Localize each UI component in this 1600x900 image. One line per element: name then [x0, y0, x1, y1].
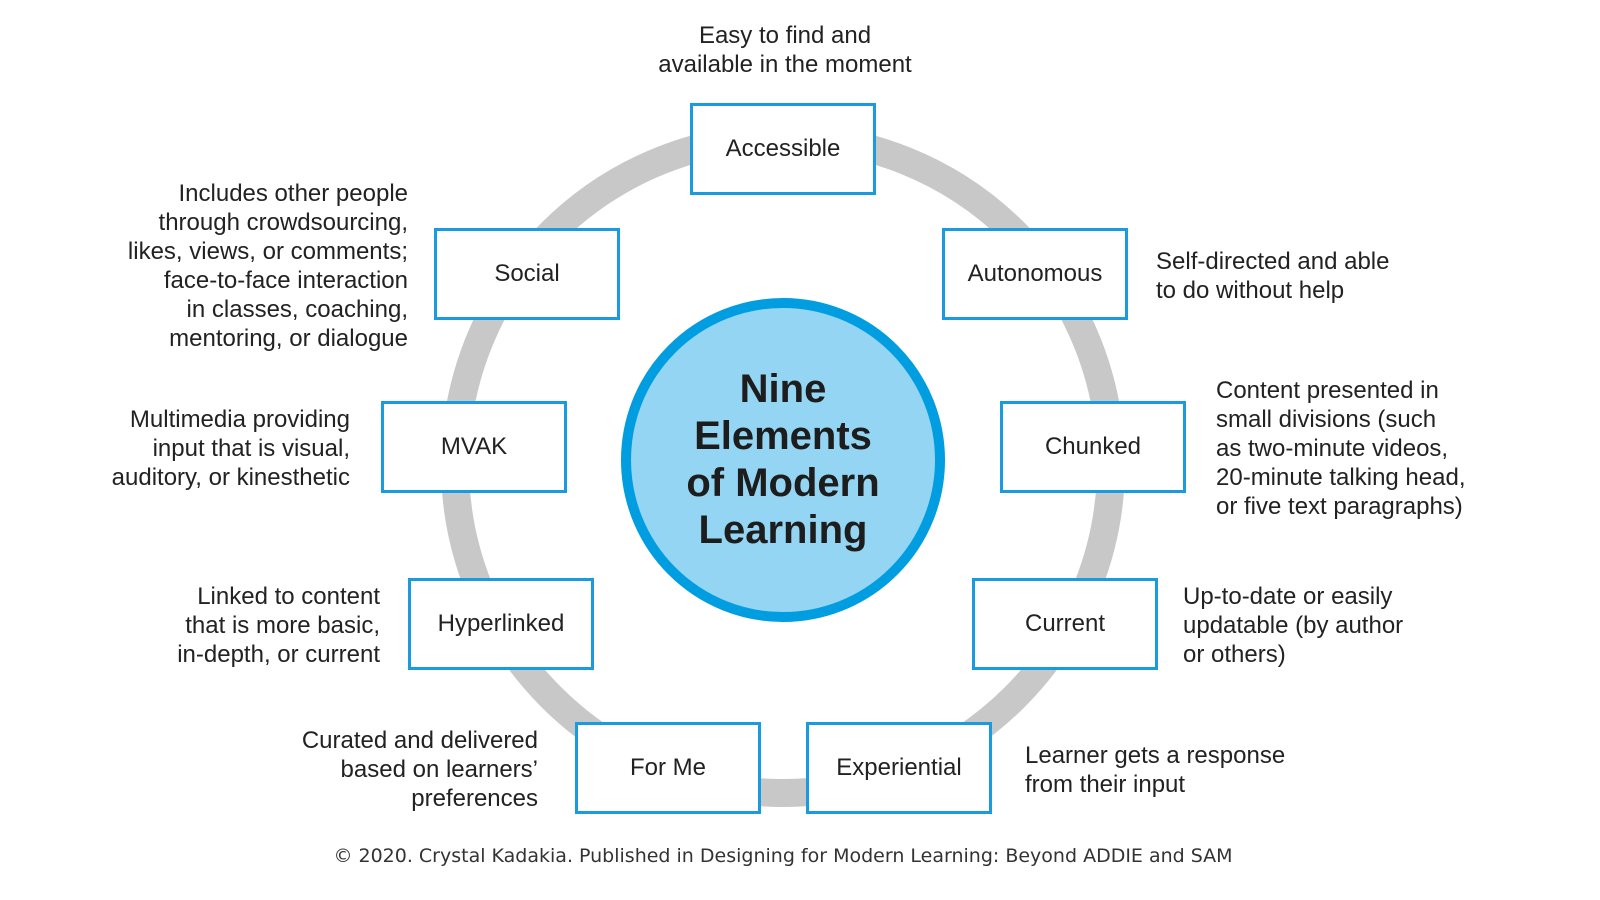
description-experiential: Learner gets a response from their input [1025, 742, 1286, 798]
element-accessible: Accessible [690, 103, 876, 195]
element-mvak: MVAK [381, 401, 567, 493]
element-social: Social [434, 228, 620, 320]
element-for-me: For Me [575, 722, 761, 814]
element-hyperlinked: Hyperlinked [408, 578, 594, 670]
element-current: Current [972, 578, 1158, 670]
element-chunked: Chunked [1000, 401, 1186, 493]
description-mvak: Multimedia providing input that is visua… [111, 406, 350, 491]
element-autonomous: Autonomous [942, 228, 1128, 320]
description-social: Includes other people through crowdsourc… [127, 180, 408, 352]
center-circle [621, 298, 945, 622]
description-autonomous: Self-directed and able to do without hel… [1156, 248, 1390, 304]
description-hyperlinked: Linked to content that is more basic, in… [177, 583, 380, 668]
description-for-me: Curated and delivered based on learners’… [301, 727, 538, 812]
description-accessible: Easy to find and available in the moment [658, 22, 912, 78]
description-chunked: Content presented in small divisions (su… [1216, 377, 1466, 520]
copyright-footer: © 2020. Crystal Kadakia. Published in De… [333, 845, 1233, 867]
diagram-title: Nine Elements of Modern Learning [686, 367, 880, 552]
element-experiential: Experiential [806, 722, 992, 814]
description-current: Up-to-date or easily updatable (by autho… [1183, 583, 1404, 668]
